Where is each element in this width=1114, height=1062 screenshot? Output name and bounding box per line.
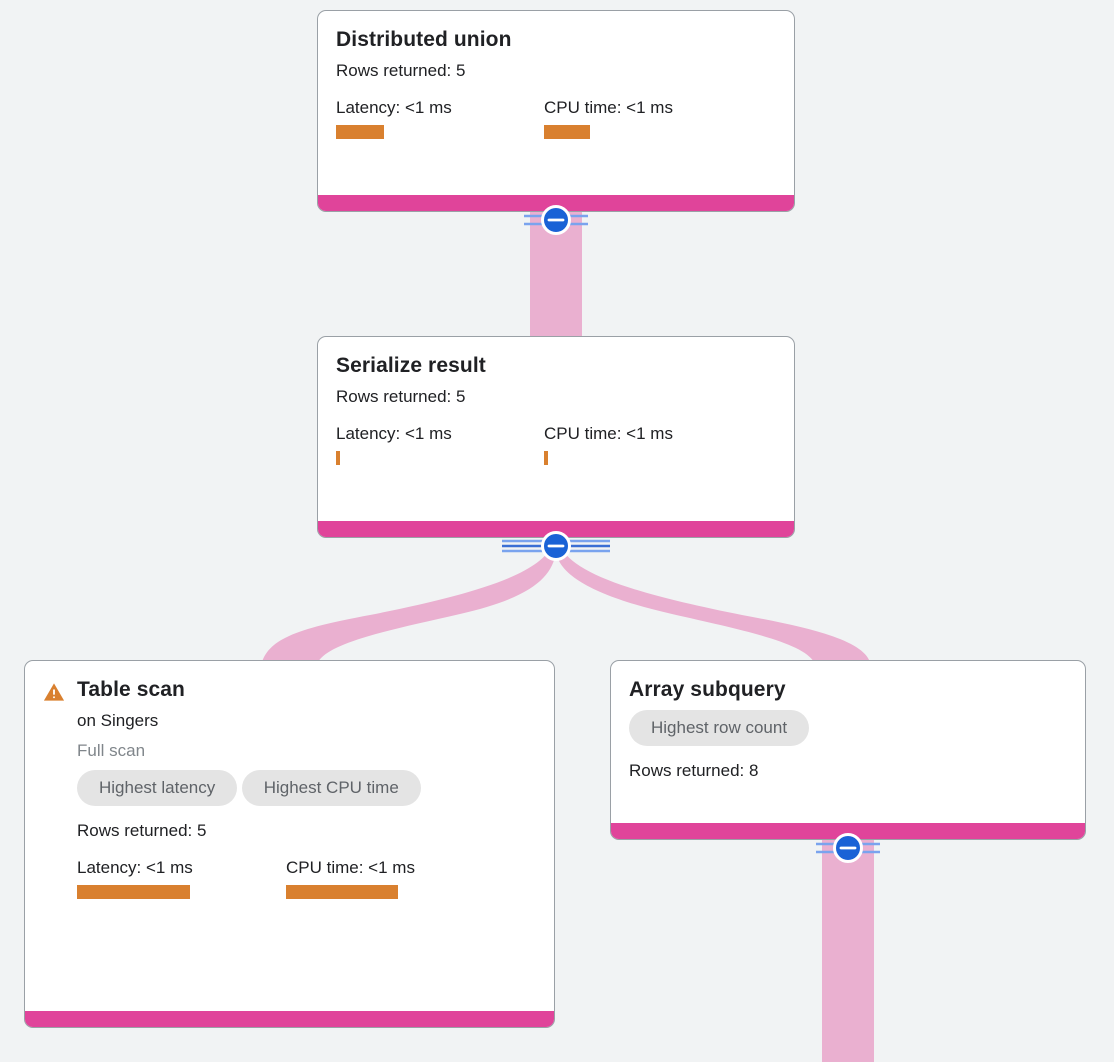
latency-label: Latency: <1 ms <box>336 98 452 117</box>
chip-highest-row-count: Highest row count <box>629 710 810 746</box>
node-title: Table scan <box>77 678 185 701</box>
node-array-subquery[interactable]: Array subquery Highest row count Rows re… <box>610 660 1086 840</box>
scan-target: on Singers <box>77 711 159 730</box>
node-body: Serialize result Rows returned: 5 Latenc… <box>318 337 794 521</box>
latency-metric: Latency: <1 ms <box>336 423 544 465</box>
latency-bar <box>336 125 384 139</box>
edge-serialize-result-to-table-scan <box>262 545 556 662</box>
latency-label: Latency: <1 ms <box>77 858 193 877</box>
node-title: Distributed union <box>336 28 512 51</box>
scan-type: Full scan <box>77 741 146 760</box>
rows-returned: Rows returned: 5 <box>336 387 466 406</box>
node-title: Array subquery <box>629 678 786 701</box>
node-body: Table scan on Singers Full scan Highest … <box>25 661 554 1011</box>
node-title-row: Array subquery <box>629 677 1067 703</box>
chip-list: Highest latency Highest CPU time <box>77 770 536 813</box>
edge-serialize-result-to-array-subquery <box>556 545 870 662</box>
cpu-time-label: CPU time: <1 ms <box>286 858 415 877</box>
chip-highest-cpu-time: Highest CPU time <box>241 770 421 806</box>
toggle-serialize-result[interactable] <box>502 531 610 561</box>
cpu-time-metric: CPU time: <1 ms <box>544 97 673 139</box>
cpu-time-bar <box>544 125 590 139</box>
node-accent-bar <box>611 823 1085 839</box>
latency-metric: Latency: <1 ms <box>77 857 286 899</box>
node-accent-bar <box>25 1011 554 1027</box>
metrics-row: Latency: <1 ms CPU time: <1 ms <box>336 423 776 465</box>
node-serialize-result[interactable]: Serialize result Rows returned: 5 Latenc… <box>317 336 795 538</box>
node-title-row: Distributed union <box>336 27 776 53</box>
rows-returned: Rows returned: 5 <box>336 61 466 80</box>
latency-bar <box>77 885 190 899</box>
edge-array-subquery-to-child <box>822 840 874 1062</box>
chip-list: Highest row count <box>629 710 1067 753</box>
cpu-time-bar <box>286 885 398 899</box>
node-title-row: Table scan <box>43 677 536 703</box>
latency-bar <box>336 451 340 465</box>
node-title-row: Serialize result <box>336 353 776 379</box>
node-table-scan[interactable]: Table scan on Singers Full scan Highest … <box>24 660 555 1028</box>
node-title: Serialize result <box>336 354 486 377</box>
warning-triangle-icon <box>43 683 65 701</box>
toggle-distributed-union[interactable] <box>524 205 588 235</box>
metrics-row: Latency: <1 ms CPU time: <1 ms <box>77 857 536 899</box>
chip-highest-latency: Highest latency <box>77 770 238 806</box>
node-body: Array subquery Highest row count Rows re… <box>611 661 1085 823</box>
toggle-array-subquery[interactable] <box>816 833 880 863</box>
cpu-time-metric: CPU time: <1 ms <box>286 857 415 899</box>
latency-label: Latency: <1 ms <box>336 424 452 443</box>
node-accent-bar <box>318 521 794 537</box>
node-body: Distributed union Rows returned: 5 Laten… <box>318 11 794 195</box>
node-distributed-union[interactable]: Distributed union Rows returned: 5 Laten… <box>317 10 795 212</box>
cpu-time-bar <box>544 451 548 465</box>
rows-returned: Rows returned: 8 <box>629 761 759 780</box>
node-accent-bar <box>318 195 794 211</box>
cpu-time-label: CPU time: <1 ms <box>544 424 673 443</box>
cpu-time-metric: CPU time: <1 ms <box>544 423 673 465</box>
cpu-time-label: CPU time: <1 ms <box>544 98 673 117</box>
rows-returned: Rows returned: 5 <box>77 821 207 840</box>
metrics-row: Latency: <1 ms CPU time: <1 ms <box>336 97 776 139</box>
latency-metric: Latency: <1 ms <box>336 97 544 139</box>
